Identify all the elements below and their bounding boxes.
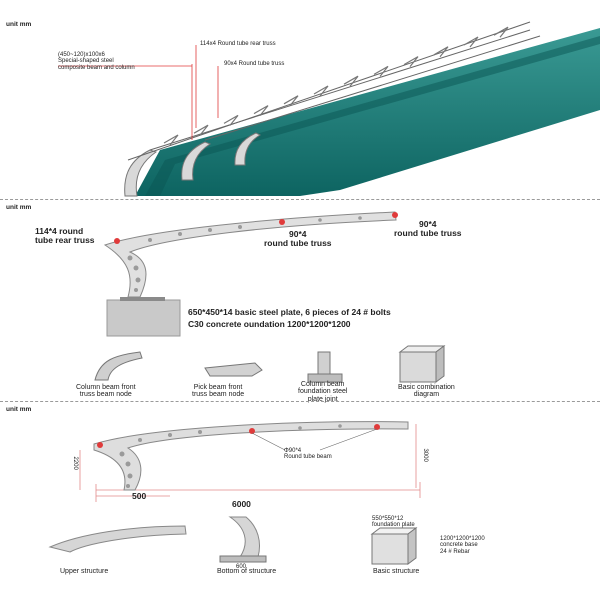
side-elevation-drawing <box>103 211 398 337</box>
arm-hole <box>119 451 125 457</box>
foundation-note: C30 concrete oundation 1200*1200*1200 <box>188 319 351 329</box>
arm-hole <box>338 424 342 428</box>
bottom-dim: 600 <box>236 564 247 570</box>
roof-ribs <box>163 26 509 146</box>
truss-label: Φ90*4 Round tube beam <box>284 448 332 461</box>
arm-hole <box>126 484 130 488</box>
roof-rib <box>463 36 479 48</box>
arm-hole <box>318 218 322 222</box>
roof-rib <box>283 95 299 107</box>
component-icons <box>94 345 446 383</box>
unit-label: unit mm <box>6 406 32 413</box>
roof-rib <box>193 124 209 136</box>
arm-hole <box>135 277 141 283</box>
arm-hole <box>148 238 152 242</box>
carport-overview-drawing <box>58 21 600 197</box>
roof-rib <box>253 105 269 116</box>
foundation-plate-joint-icon <box>307 351 343 383</box>
plate-note: 650*450*14 basic steel plate, 6 pieces o… <box>188 307 391 317</box>
roof-rib <box>373 65 389 77</box>
component-caption-1: Column beam front truss beam node <box>76 384 136 399</box>
detail-caption-2: Bottom of structure <box>217 568 277 575</box>
arm-hole <box>358 216 362 220</box>
dim-500: 500 <box>132 491 147 501</box>
teal-surface <box>135 28 600 196</box>
roof-rib <box>403 56 419 67</box>
basic-notes: 1200*1200*1200 concrete base 24 # Rebar <box>440 536 485 555</box>
mid-truss-label: 90*4 round tube truss <box>264 229 332 248</box>
panel-overview: unit mm <box>0 0 600 198</box>
concrete-foundation <box>106 299 181 337</box>
node-front <box>392 212 398 218</box>
component-caption-2: Pick beam front truss beam node <box>192 384 245 399</box>
arm-hole <box>138 438 142 442</box>
rear-truss-label: 114*4 round tube rear truss <box>35 226 95 245</box>
arm-hole <box>127 473 133 479</box>
arm-hole <box>168 433 172 437</box>
node-rear <box>114 238 120 244</box>
column-beam-node-icon <box>94 351 143 381</box>
panel-dimensions: unit mm Φ90*4 <box>0 402 600 600</box>
detail-caption-3: Basic structure <box>373 568 420 575</box>
divider-1 <box>0 199 600 200</box>
arm-hole <box>178 232 182 236</box>
roof-rib <box>163 134 179 146</box>
component-caption-4: Basic combination diagram <box>398 384 455 399</box>
panel-side-elevation: unit mm 114*4 round tube rear truss 90*4… <box>0 200 600 403</box>
arm-hole <box>208 228 212 232</box>
detail-caption-1: Upper structure <box>60 568 109 575</box>
arm-hole <box>238 225 242 229</box>
bottom-structure-icon <box>219 516 267 563</box>
height-right-dim: 3000 <box>421 448 428 462</box>
dimension-arm <box>93 421 409 491</box>
arm-hole <box>125 461 131 467</box>
upper-structure-icon <box>48 525 187 553</box>
roof-rib <box>493 26 509 38</box>
dim-6000: 6000 <box>232 499 251 509</box>
arm-hole <box>198 430 202 434</box>
right-truss-label: 90*4 round tube truss <box>394 219 462 238</box>
node-mid <box>279 219 285 225</box>
arm-hole <box>134 288 138 292</box>
roof-rib <box>343 75 359 87</box>
basic-combination-icon <box>398 345 446 383</box>
arm-hole <box>133 265 139 271</box>
front-truss-label: 90x4 Round tube truss <box>224 61 285 67</box>
rear-truss-label: 114x4 Round tube rear truss <box>200 41 276 47</box>
basic-structure-icon <box>370 527 418 565</box>
roof-rib <box>223 114 239 126</box>
roof-rib <box>433 46 449 58</box>
height-left-dim: 2200 <box>71 456 78 470</box>
roof-rib <box>313 85 329 97</box>
divider-2 <box>0 401 600 402</box>
main-arm <box>103 211 397 298</box>
column-note: (450~120)x100x6 Special-shaped steel com… <box>58 52 135 71</box>
unit-label: unit mm <box>6 204 32 211</box>
arm-hole <box>127 255 133 261</box>
pick-beam-node-icon <box>204 362 263 377</box>
roof-truss <box>127 21 541 161</box>
arm-hole <box>298 426 302 430</box>
dimension-drawing <box>48 421 421 565</box>
column-row <box>124 132 262 197</box>
component-caption-3: Column beam foundation steel plate joint <box>298 381 348 403</box>
unit-label: unit mm <box>6 21 32 28</box>
basic-top-note: 550*550*12 foundation plate <box>372 516 415 529</box>
